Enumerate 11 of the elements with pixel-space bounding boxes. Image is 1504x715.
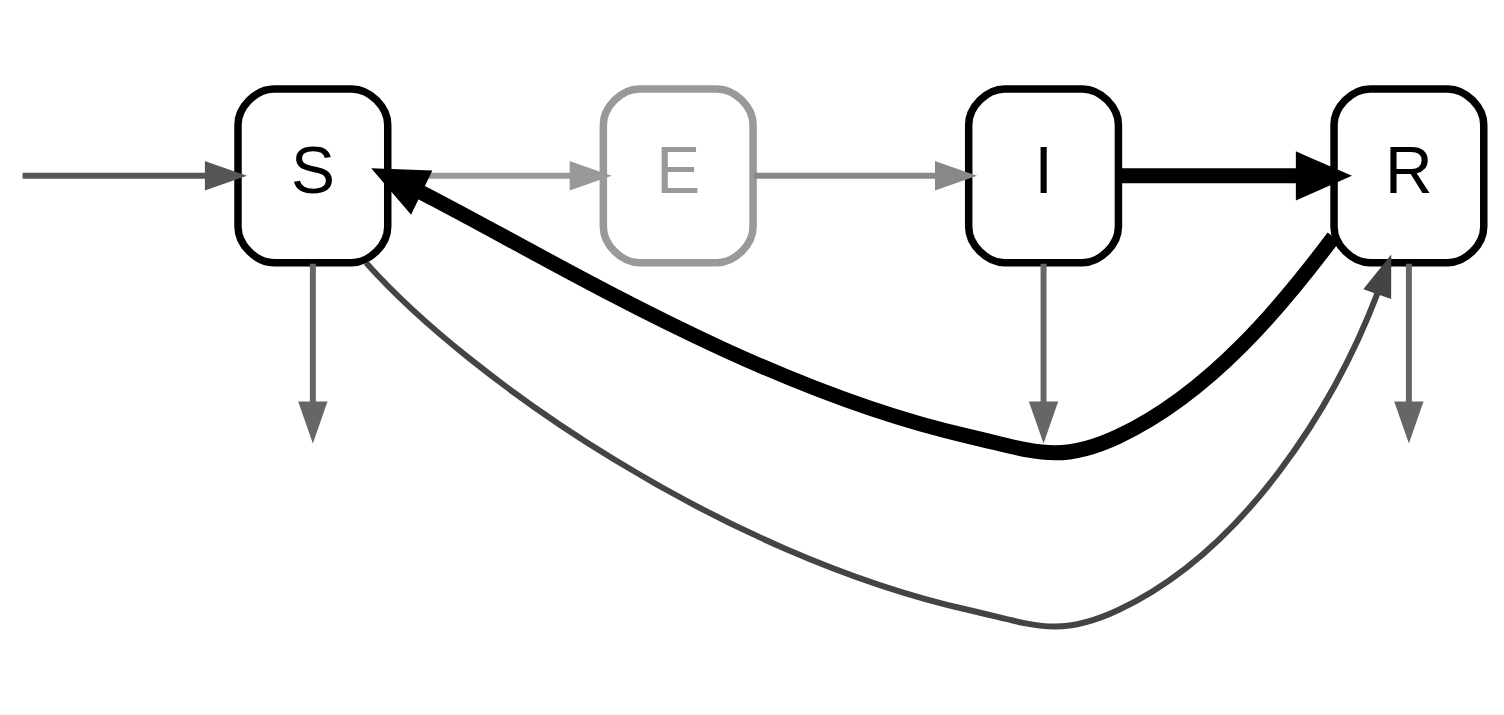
node-box: S — [234, 84, 392, 266]
node-box: R — [1330, 84, 1488, 266]
arrow — [298, 263, 328, 443]
arrow — [1394, 263, 1424, 443]
arrow — [1119, 150, 1352, 200]
arrow — [22, 160, 247, 191]
arrow — [753, 160, 977, 191]
node-box: I — [964, 84, 1123, 266]
node-box: E — [599, 84, 757, 266]
arrow — [364, 253, 1392, 630]
arrow — [1028, 263, 1059, 443]
